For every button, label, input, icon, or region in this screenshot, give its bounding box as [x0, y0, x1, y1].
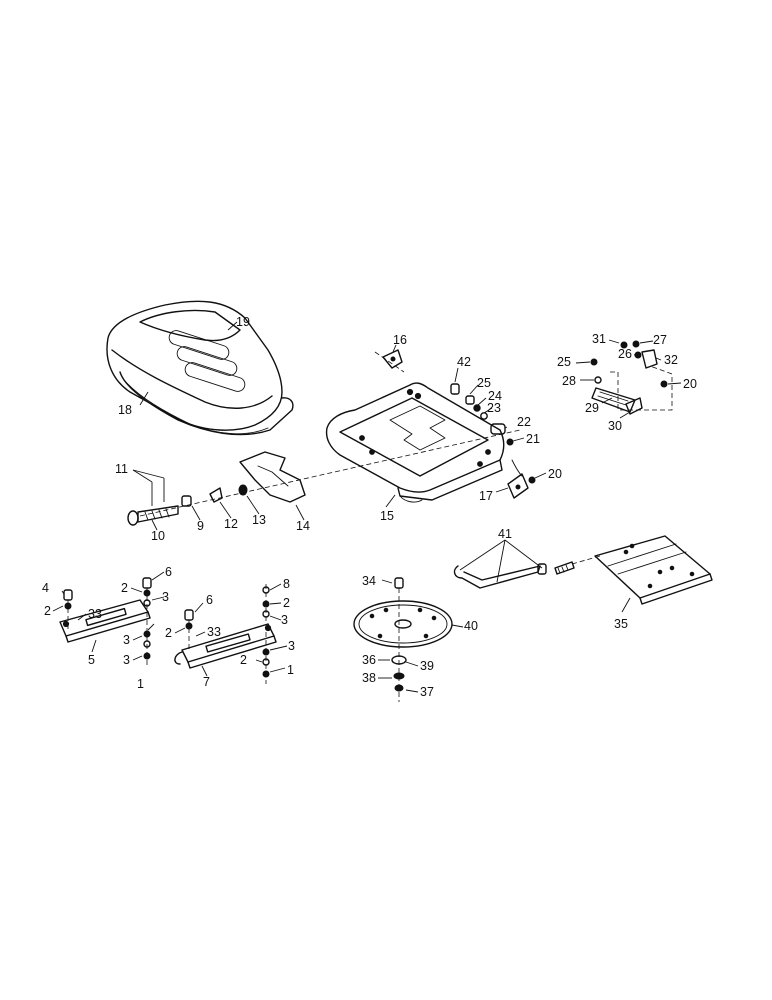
callout-label: 20	[548, 467, 562, 481]
part-35-base-plate	[594, 535, 713, 605]
callout-label: 35	[614, 617, 628, 631]
callout-label: 34	[362, 574, 376, 588]
callout-label: 21	[526, 432, 540, 446]
callout-label: 31	[592, 332, 606, 346]
callout-label: 42	[457, 355, 471, 369]
hardware-stack-right	[184, 586, 270, 678]
callout-label: 3	[281, 613, 288, 627]
callout-label: 1	[137, 677, 144, 691]
callout-label: 18	[118, 403, 132, 417]
callout-label: 6	[165, 565, 172, 579]
callout-label: 36	[362, 653, 376, 667]
callout-label: 13	[252, 513, 266, 527]
callout-label: 25	[477, 376, 491, 390]
callout-label: 3	[162, 590, 169, 604]
callout-label: 39	[420, 659, 434, 673]
hardware-chain-left	[127, 484, 248, 526]
part-40-swivel-plate	[353, 577, 453, 702]
callout-label: 30	[608, 419, 622, 433]
callout-label: 41	[498, 527, 512, 541]
callout-label: 19	[236, 315, 250, 329]
callout-label: 29	[585, 401, 599, 415]
callout-label: 2	[121, 581, 128, 595]
callout-label: 14	[296, 519, 310, 533]
callout-label: 2	[44, 604, 51, 618]
part-5-slide-rail	[59, 599, 151, 643]
callout-label: 23	[487, 401, 501, 415]
callout-label: 27	[653, 333, 667, 347]
callout-label: 22	[517, 415, 531, 429]
callout-label: 37	[420, 685, 434, 699]
callout-label: 17	[479, 489, 493, 503]
callout-label: 9	[197, 519, 204, 533]
callout-labels: 1 1 2 2 2 2 2 3 3 3 3 3 4 5 6 6 7 8 9 10…	[42, 315, 697, 699]
callout-label: 2	[165, 626, 172, 640]
callout-label: 2	[240, 653, 247, 667]
part-16-bracket	[382, 349, 403, 369]
seat-cushion	[106, 300, 294, 436]
part-14-adjuster-plate	[239, 451, 306, 503]
callout-label: 3	[123, 653, 130, 667]
callout-label: 6	[206, 593, 213, 607]
part-7-slide-rail	[174, 623, 277, 669]
callout-label: 5	[88, 653, 95, 667]
callout-label: 40	[464, 619, 478, 633]
callout-label: 38	[362, 671, 376, 685]
callout-label: 12	[224, 517, 238, 531]
callout-label: 33	[88, 607, 102, 621]
callout-label: 2	[283, 596, 290, 610]
callout-label: 20	[683, 377, 697, 391]
callout-label: 1	[287, 663, 294, 677]
callout-label: 28	[562, 374, 576, 388]
callout-label: 33	[207, 625, 221, 639]
callout-label: 11	[115, 462, 128, 476]
seat-pan	[325, 382, 505, 503]
callout-label: 25	[557, 355, 571, 369]
callout-label: 8	[283, 577, 290, 591]
part-17-bracket	[507, 459, 529, 499]
callout-label: 10	[151, 529, 165, 543]
callout-label: 26	[618, 347, 632, 361]
callout-label: 3	[288, 639, 295, 653]
callout-label: 32	[664, 353, 678, 367]
callout-label: 15	[380, 509, 394, 523]
callout-label: 24	[488, 389, 502, 403]
callout-label: 4	[42, 581, 49, 595]
callout-label: 16	[393, 333, 407, 347]
part-41-handle-rod	[453, 561, 575, 589]
callout-label: 7	[203, 675, 210, 689]
callout-label: 3	[123, 633, 130, 647]
